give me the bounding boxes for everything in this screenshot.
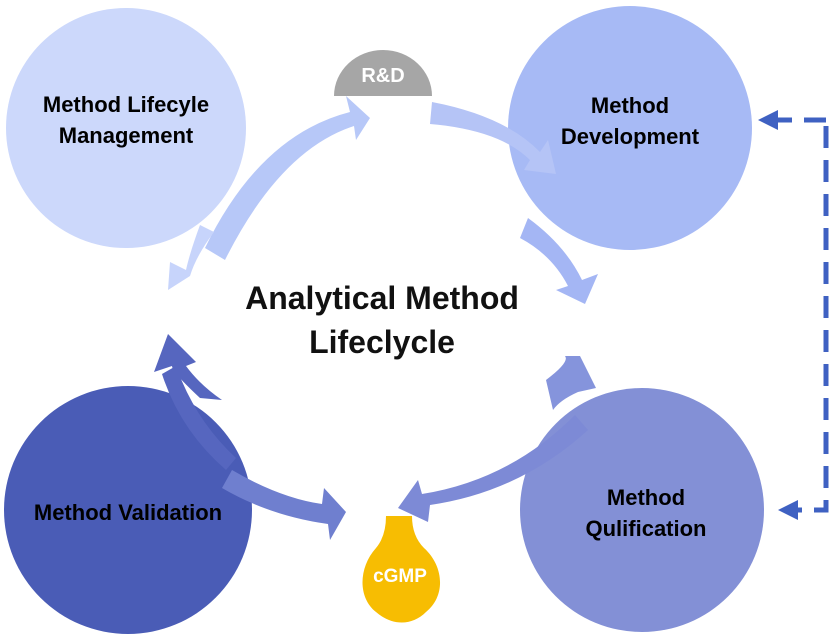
lifecycle-management-label-line1: Method Lifecyle — [42, 92, 210, 117]
rd-badge — [334, 50, 432, 96]
arrow-qualification-to-cgmp — [398, 415, 588, 522]
qualification-label: Method Qulification — [526, 482, 766, 544]
arrow-to-qualification — [546, 356, 596, 410]
center-title-line2: Lifeclycle — [309, 324, 455, 360]
arrow-validation-up — [154, 334, 222, 400]
development-label-line1: Method — [590, 93, 670, 118]
validation-label: Method Validation — [33, 500, 223, 525]
qualification-circle — [520, 388, 764, 632]
validation-circle — [4, 386, 252, 634]
arrow-cgmp-to-validation — [222, 470, 346, 540]
development-label-line2: Development — [560, 124, 700, 149]
development-label: Method Development — [510, 90, 750, 152]
lifecycle-management-circle — [6, 8, 246, 248]
dashed-connector — [778, 126, 829, 520]
qualification-label-line2: Qulification — [585, 516, 707, 541]
arrow-validation-shaft — [162, 366, 236, 470]
arrow-to-management — [168, 225, 214, 290]
arrow-management-to-rd — [205, 96, 370, 260]
cgmp-badge — [362, 516, 441, 623]
arrow-development-down — [520, 218, 598, 304]
center-title-line1: Analytical Method — [245, 280, 519, 316]
qualification-label-line1: Method — [606, 485, 686, 510]
development-circle — [508, 6, 752, 250]
lifecycle-management-label-line2: Management — [58, 123, 194, 148]
center-title: Analytical Method Lifeclycle — [192, 276, 572, 364]
cgmp-badge-label: cGMP — [373, 566, 427, 587]
arrow-rd-to-development — [430, 102, 556, 174]
lifecycle-management-label: Method Lifecyle Management — [6, 89, 246, 151]
rd-badge-label: R&D — [361, 65, 405, 87]
